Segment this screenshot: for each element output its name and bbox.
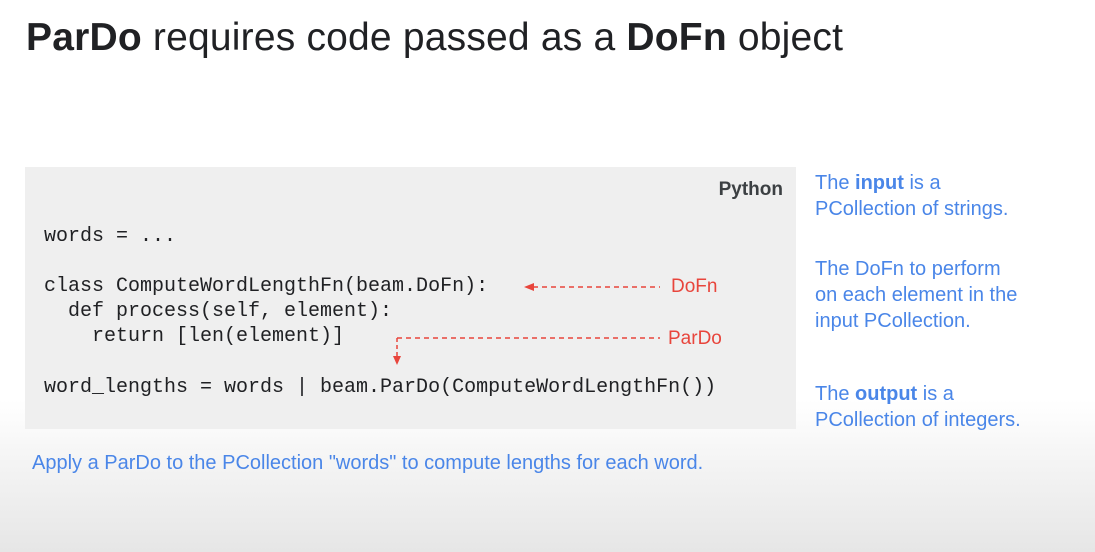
slide-title: ParDo requires code passed as a DoFn obj…: [26, 16, 843, 60]
note-input-bold: input: [855, 172, 904, 194]
note-dofn-line1: The DoFn to perform: [815, 258, 1001, 280]
annotation-dofn: DoFn: [671, 276, 718, 297]
note-output-post: is a: [917, 383, 954, 405]
note-output-pre: The: [815, 383, 856, 405]
note-input-post: is a: [903, 172, 941, 194]
note-input-pre: The: [815, 172, 856, 194]
dofn-arrow: [524, 283, 660, 291]
code-line-words: words = ...: [44, 225, 177, 248]
code-line-word-lengths: word_lengths = words | beam.ParDo(Comput…: [44, 376, 717, 399]
note-output: The output is a PCollection of integers.: [815, 381, 1085, 433]
pardo-arrow: [393, 337, 660, 365]
note-dofn-line2: on each element in the: [815, 284, 1018, 306]
annotation-pardo: ParDo: [668, 328, 722, 349]
title-pardo: ParDo: [26, 16, 142, 59]
note-output-bold: output: [855, 383, 918, 405]
slide-caption: Apply a ParDo to the PCollection "words"…: [32, 452, 704, 474]
note-input: The input is a PCollection of strings.: [815, 170, 1085, 222]
title-middle: requires code passed as a: [141, 16, 627, 59]
code-line-def: def process(self, element):: [44, 300, 393, 323]
code-line-class: class ComputeWordLengthFn(beam.DoFn):: [44, 275, 489, 298]
note-output-line2: PCollection of integers.: [815, 409, 1021, 431]
title-end: object: [726, 16, 844, 59]
code-language-label: Python: [718, 179, 783, 200]
code-line-return: return [len(element)]: [44, 325, 345, 348]
note-input-line2: PCollection of strings.: [815, 198, 1009, 220]
note-dofn-line3: input PCollection.: [815, 310, 971, 332]
note-dofn: The DoFn to perform on each element in t…: [815, 256, 1085, 334]
title-dofn: DoFn: [626, 16, 727, 59]
code-block: Python words = ... class ComputeWordLeng…: [25, 167, 796, 429]
